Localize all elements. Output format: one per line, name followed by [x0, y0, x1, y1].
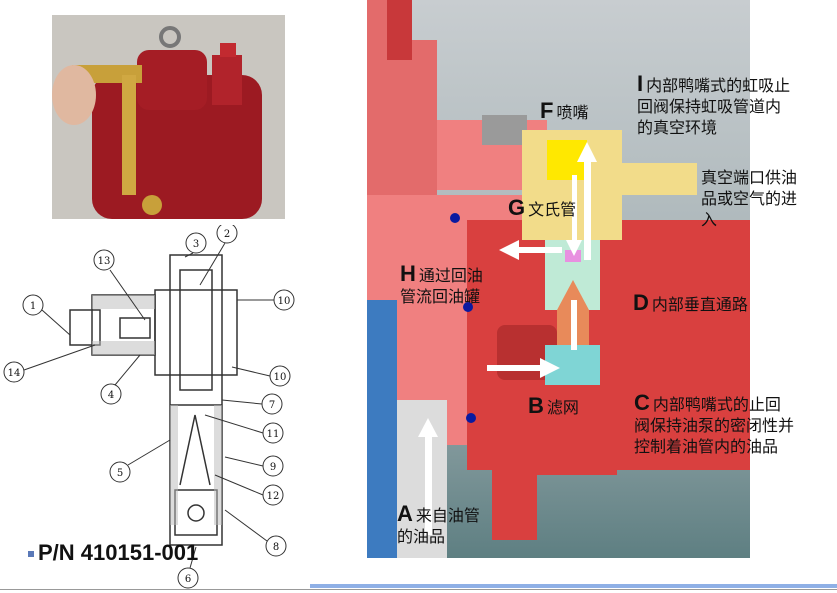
- callout-number: 2: [224, 229, 230, 240]
- callout-number: 6: [185, 574, 191, 585]
- callout-number: 10: [274, 372, 287, 383]
- callout-3: 3: [184, 232, 207, 258]
- footer-divider: [0, 589, 837, 590]
- part-number: P/N 410151-001: [28, 540, 198, 566]
- label-vacuum-port: 真空端口供油品或空气的进入: [701, 168, 798, 229]
- callout-8: 8: [224, 509, 287, 557]
- callout-number: 1: [30, 301, 36, 312]
- callout-number: 12: [267, 491, 280, 502]
- callout-2: 2: [199, 225, 238, 286]
- callout-number: 10: [278, 296, 291, 307]
- callout-number: 13: [98, 256, 111, 267]
- callout-10b: 10: [231, 365, 291, 387]
- bullet-icon: [28, 551, 34, 558]
- flow-arrows: [418, 142, 597, 535]
- callout-11: 11: [204, 414, 284, 444]
- part-number-text: P/N 410151-001: [38, 540, 199, 565]
- callout-number: 5: [117, 468, 123, 479]
- callout-14: 14: [3, 344, 96, 383]
- callout-number: 4: [108, 390, 114, 401]
- callout-13: 13: [93, 249, 146, 321]
- callout-4: 4: [100, 354, 141, 405]
- callout-5: 5: [109, 439, 171, 483]
- pump-photo: [52, 15, 285, 219]
- callout-6: 6: [177, 546, 199, 589]
- callout-number: 7: [269, 400, 275, 411]
- callout-number: 11: [267, 429, 280, 440]
- callout-number: 3: [193, 239, 199, 250]
- callouts: 1 2 3 13 10 10 14 4 7 11 5 9 12 8 6: [3, 225, 295, 589]
- callout-7: 7: [221, 393, 283, 415]
- callout-1: 1: [22, 294, 71, 336]
- cutaway-render: [367, 0, 750, 558]
- callout-12: 12: [214, 474, 284, 506]
- footer-rule: [310, 584, 837, 588]
- callout-number: 9: [270, 462, 276, 473]
- section-drawing: 1 2 3 13 10 10 14 4 7 11 5 9 12 8 6: [3, 225, 295, 589]
- callout-9: 9: [224, 455, 284, 477]
- callout-10a: 10: [237, 289, 295, 311]
- callout-number: 8: [273, 542, 279, 553]
- callout-number: 14: [8, 368, 21, 379]
